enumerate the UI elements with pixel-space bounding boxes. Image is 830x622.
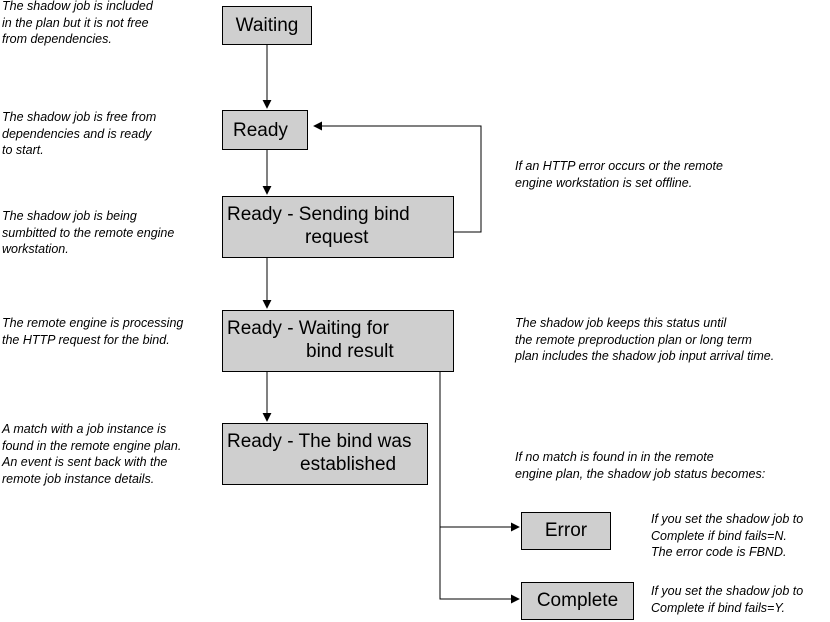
- state-ready: Ready: [222, 110, 308, 150]
- note-error-condition: If you set the shadow job to Complete if…: [651, 512, 804, 559]
- note-complete-condition: If you set the shadow job to Complete if…: [651, 584, 804, 615]
- state-waiting-result-line1: Ready - Waiting for: [227, 318, 389, 339]
- state-complete-label: Complete: [536, 590, 619, 611]
- state-sending-bind-request: Ready - Sending bind request: [222, 196, 454, 258]
- arrow-sending-back-to-ready: [313, 121, 482, 233]
- state-error-label: Error: [544, 520, 588, 541]
- note-established: A match with a job instance is found in …: [2, 422, 182, 486]
- state-complete: Complete: [521, 582, 634, 620]
- state-waiting: Waiting: [222, 6, 312, 45]
- state-waiting-label: Waiting: [235, 15, 299, 36]
- state-sending-line2: request: [305, 227, 369, 248]
- note-http-error: If an HTTP error occurs or the remote en…: [515, 159, 723, 190]
- state-waiting-result-line2: bind result: [306, 341, 394, 362]
- state-established-line1: Ready - The bind was: [227, 431, 412, 452]
- arrow-waiting-result-to-complete: [439, 527, 520, 604]
- state-sending-line1: Ready - Sending bind: [227, 204, 410, 225]
- note-keeps-status: The shadow job keeps this status until t…: [515, 316, 775, 363]
- arrow-waiting-result-to-error: [439, 372, 520, 532]
- state-established-line2: established: [300, 454, 397, 475]
- note-no-match: If no match is found in in the remote en…: [515, 450, 766, 481]
- note-waiting-result: The remote engine is processing the HTTP…: [2, 316, 184, 347]
- note-waiting: The shadow job is included in the plan b…: [2, 0, 153, 46]
- state-bind-established: Ready - The bind was established: [222, 423, 428, 485]
- note-sending: The shadow job is being sumbitted to the…: [2, 209, 175, 256]
- state-ready-label: Ready: [233, 120, 288, 141]
- state-waiting-for-bind-result: Ready - Waiting for bind result: [222, 310, 454, 372]
- note-ready: The shadow job is free from dependencies…: [2, 110, 157, 157]
- state-error: Error: [521, 512, 611, 550]
